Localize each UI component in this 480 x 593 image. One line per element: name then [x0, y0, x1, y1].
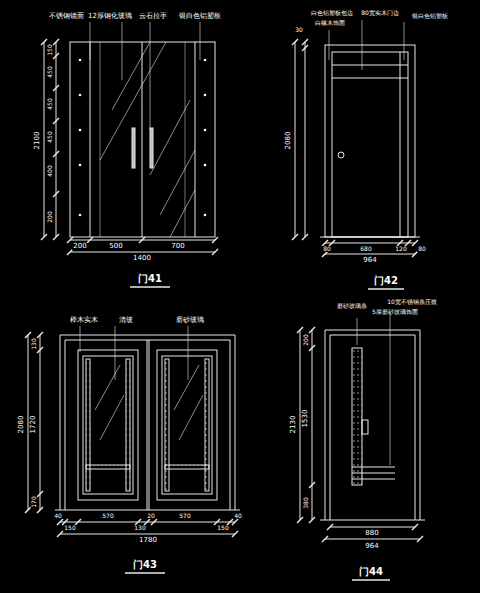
- dimension: 380: [303, 496, 309, 509]
- dimension: 450: [47, 130, 53, 143]
- dimension: 700: [170, 243, 185, 250]
- dimension: 40: [53, 513, 63, 519]
- dimension: 120: [394, 246, 407, 252]
- door-title: 门41: [138, 274, 162, 284]
- dimension: 1780: [138, 537, 158, 544]
- material-note: 12厚钢化玻璃: [88, 13, 132, 20]
- material-note: 银白色铝塑板: [412, 13, 448, 19]
- dimension: 2080: [285, 130, 292, 150]
- dimension: 1530: [302, 408, 309, 428]
- material-note: 5厚磨砂玻璃饰面: [372, 309, 418, 315]
- material-note: 清玻: [119, 317, 133, 324]
- dimension: 570: [101, 513, 114, 519]
- material-note: 不锈钢镜面: [49, 13, 84, 20]
- dimension: 80: [322, 246, 332, 252]
- dimension: 150: [63, 525, 76, 531]
- dimension: 150: [47, 43, 53, 56]
- dimension: 200: [47, 210, 53, 223]
- dimension: 450: [47, 65, 53, 78]
- dimension: 40: [233, 513, 243, 519]
- material-note: 80宽实木门边: [361, 10, 399, 16]
- dimension: 500: [108, 243, 123, 250]
- material-note: 榉木实木: [70, 317, 98, 324]
- material-note: 磨砂玻璃条: [337, 303, 367, 309]
- dimension: 2080: [18, 414, 25, 434]
- dimension: 170: [31, 495, 37, 508]
- dimension: 450: [47, 97, 53, 110]
- material-note: 银白色铝塑板: [179, 13, 221, 20]
- dimension: 80: [417, 246, 427, 252]
- door-title: 门43: [133, 560, 157, 570]
- dimension: 30: [294, 27, 304, 33]
- dimension: 1720: [30, 414, 37, 434]
- dimension: 1400: [132, 255, 152, 262]
- dimension: 570: [178, 513, 191, 519]
- material-note: 磨砂玻璃: [176, 317, 204, 324]
- door-title: 门42: [374, 276, 398, 286]
- dimension: 964: [364, 543, 379, 550]
- door-42: [292, 20, 420, 289]
- material-note: 白橡木饰面: [315, 20, 345, 26]
- dimension: 400: [47, 164, 53, 177]
- dimension: 200: [303, 333, 309, 346]
- dimension: 150: [216, 525, 229, 531]
- dimension: 20: [146, 513, 156, 519]
- dimension: 130: [133, 525, 146, 531]
- material-note: 10宽不锈钢条压嵌: [387, 299, 437, 305]
- door-title: 门44: [359, 567, 383, 577]
- dimension: 130: [31, 337, 37, 350]
- dimension: 964: [362, 257, 377, 264]
- dimension: 680: [359, 246, 372, 252]
- material-note: 云石拉手: [139, 13, 167, 20]
- dimension: 2100: [34, 130, 41, 150]
- dimension: 200: [72, 243, 87, 250]
- door-44: [297, 312, 425, 580]
- dimension: 880: [364, 530, 379, 537]
- dimension: 2130: [290, 414, 297, 434]
- material-note: 白色铝塑板包边: [311, 10, 353, 16]
- door-41: [41, 22, 218, 287]
- door-43: [25, 326, 240, 573]
